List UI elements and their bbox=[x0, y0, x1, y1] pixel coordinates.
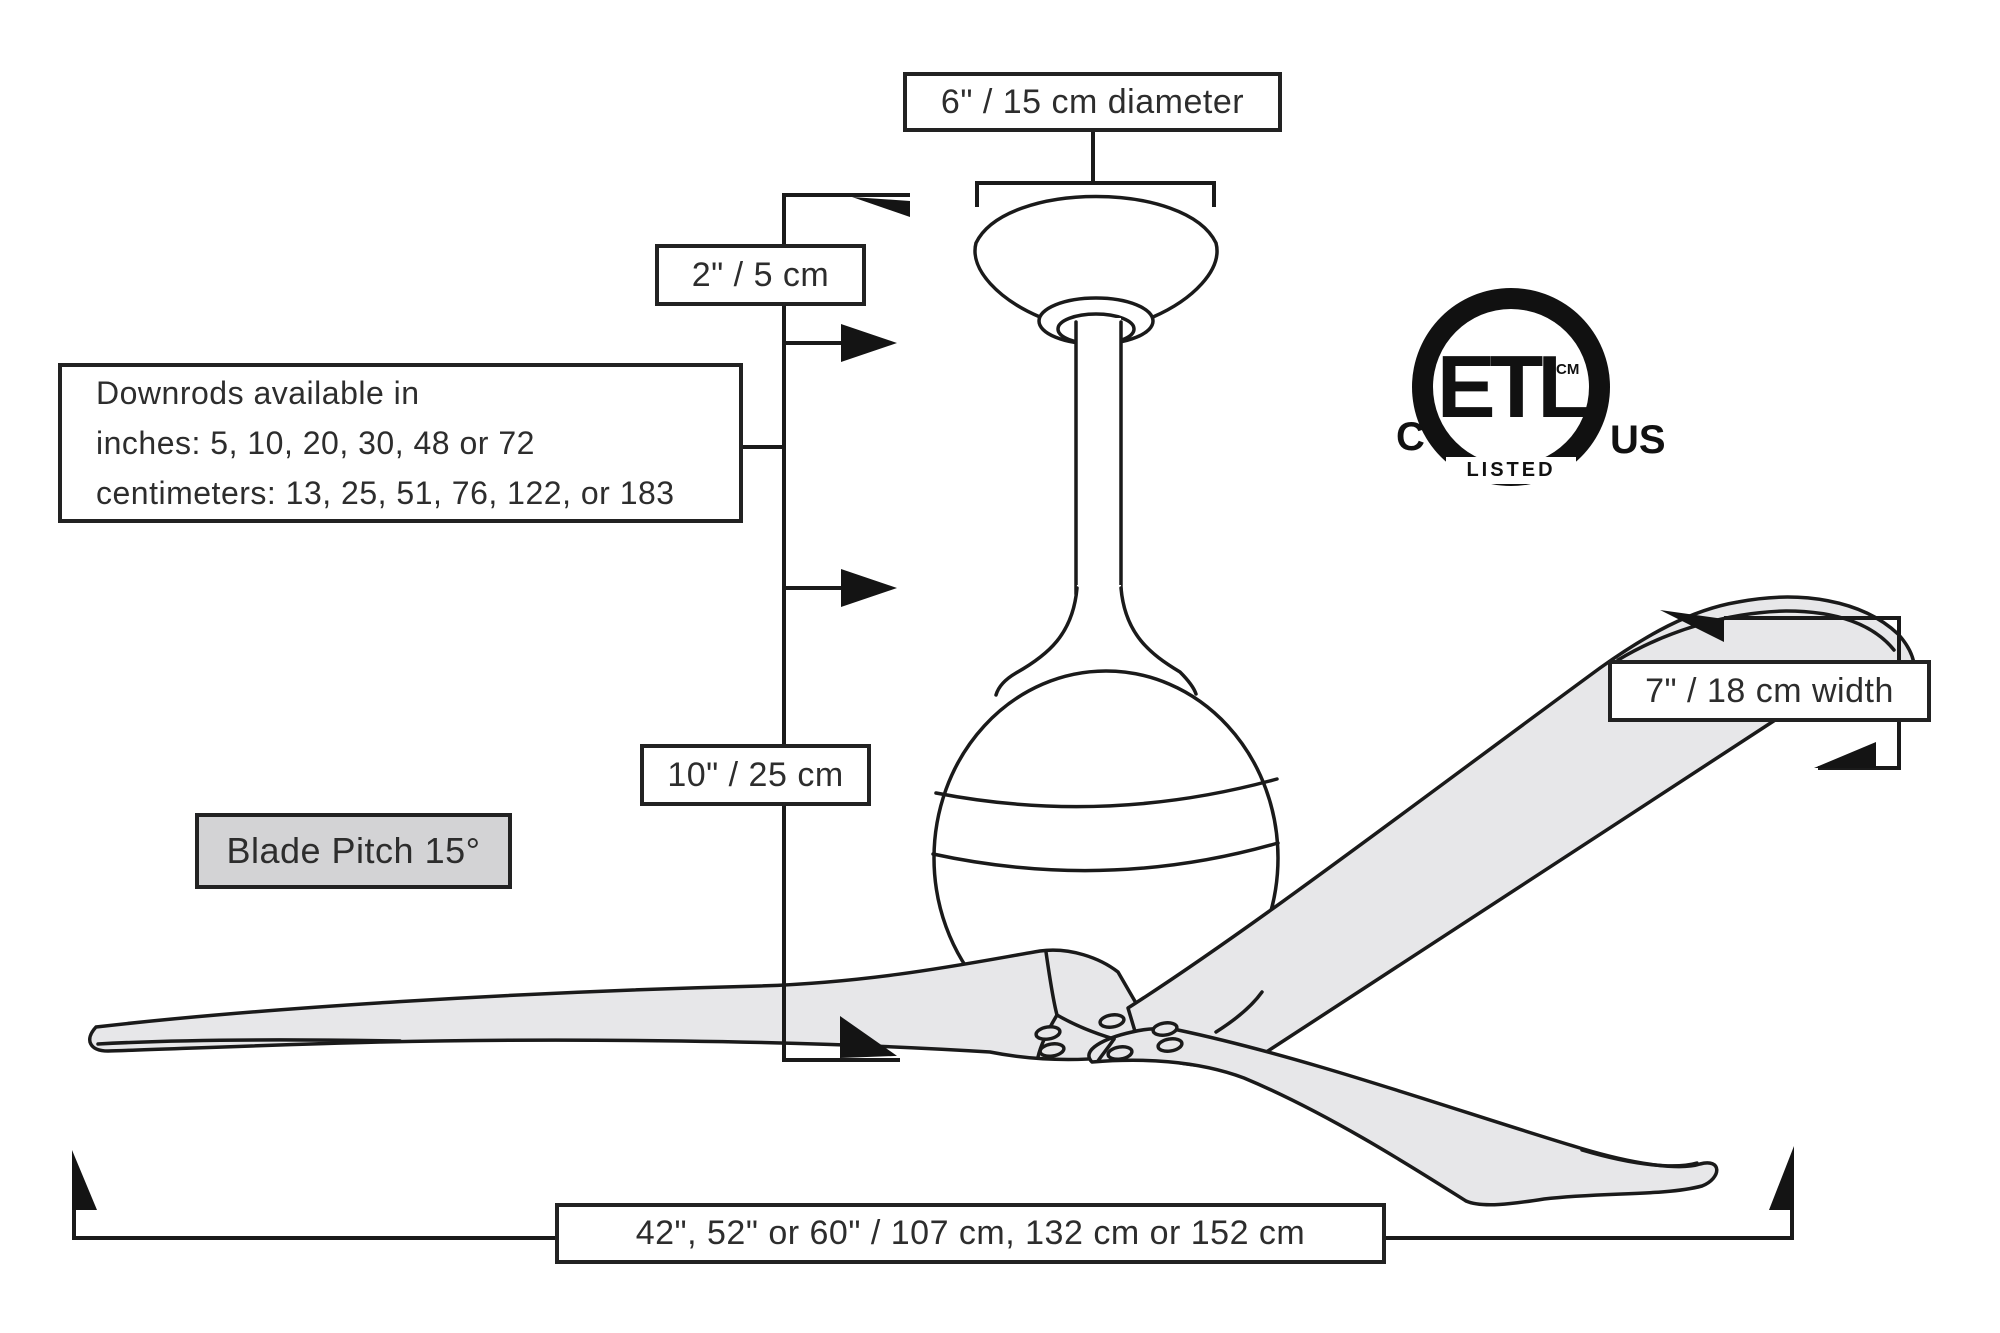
blade-width-arm-top bbox=[1724, 616, 1901, 620]
blade-span-text: 42", 52" or 60" / 107 cm, 132 cm or 152 … bbox=[635, 1214, 1306, 1252]
hub-screws bbox=[1034, 1013, 1184, 1061]
downrods-label: Downrods available in inches: 5, 10, 20,… bbox=[58, 363, 743, 523]
downrod bbox=[1076, 318, 1121, 594]
fan-blade-left bbox=[88, 948, 1142, 1062]
etl-listed-band: LISTED bbox=[1446, 457, 1576, 484]
canopy-bracket bbox=[975, 181, 1216, 185]
canopy-label-connector bbox=[1091, 130, 1095, 184]
blade-span-label: 42", 52" or 60" / 107 cm, 132 cm or 152 … bbox=[555, 1203, 1386, 1264]
canopy-diameter-text: 6" / 15 cm diameter bbox=[940, 82, 1245, 121]
blade-width-label: 7" / 18 cm width bbox=[1608, 660, 1931, 722]
blade-pitch-text: Blade Pitch 15° bbox=[226, 830, 481, 871]
blade-width-arm-bottom bbox=[1818, 766, 1901, 770]
downrods-line-2: inches: 5, 10, 20, 30, 48 or 72 bbox=[96, 425, 535, 461]
downrods-line-3: centimeters: 13, 25, 51, 76, 122, or 183 bbox=[96, 475, 675, 511]
fan-blade-lower-right bbox=[1087, 1026, 1719, 1207]
canopy-dome bbox=[973, 194, 1219, 328]
downrod-coupler bbox=[996, 585, 1200, 696]
etl-cm-superscript: CM bbox=[1556, 361, 1580, 378]
span-left-tick bbox=[72, 1208, 76, 1240]
dim-arm-canopy-bottom bbox=[786, 341, 844, 345]
motor-height-text: 10" / 25 cm bbox=[667, 755, 844, 794]
vertical-dimension-line bbox=[782, 193, 786, 1062]
canopy-diameter-label: 6" / 15 cm diameter bbox=[903, 72, 1282, 132]
canopy-bracket-right-tick bbox=[1212, 181, 1216, 207]
downrods-line-1: Downrods available in bbox=[96, 375, 420, 411]
etl-c-mark: C bbox=[1396, 415, 1425, 459]
etl-listed-mark: ETL CM LISTED C US bbox=[1396, 285, 1666, 500]
span-right-tick bbox=[1790, 1208, 1794, 1240]
etl-letters: ETL bbox=[1436, 337, 1591, 436]
dim-arm-blade-plane bbox=[782, 1058, 900, 1062]
blade-width-text: 7" / 18 cm width bbox=[1645, 671, 1894, 710]
dim-arm-motor-top bbox=[786, 586, 844, 590]
motor-height-label: 10" / 25 cm bbox=[640, 744, 871, 806]
canopy-height-text: 2" / 5 cm bbox=[691, 255, 830, 294]
dim-arm-canopy-top bbox=[782, 193, 910, 197]
etl-ring-inner bbox=[1433, 309, 1589, 465]
canopy-bracket-left-tick bbox=[975, 181, 979, 207]
downrods-connector-line bbox=[743, 445, 786, 449]
etl-us-mark: US bbox=[1610, 418, 1666, 462]
blade-pitch-label: Blade Pitch 15° bbox=[195, 813, 512, 889]
canopy-height-label: 2" / 5 cm bbox=[655, 244, 866, 306]
